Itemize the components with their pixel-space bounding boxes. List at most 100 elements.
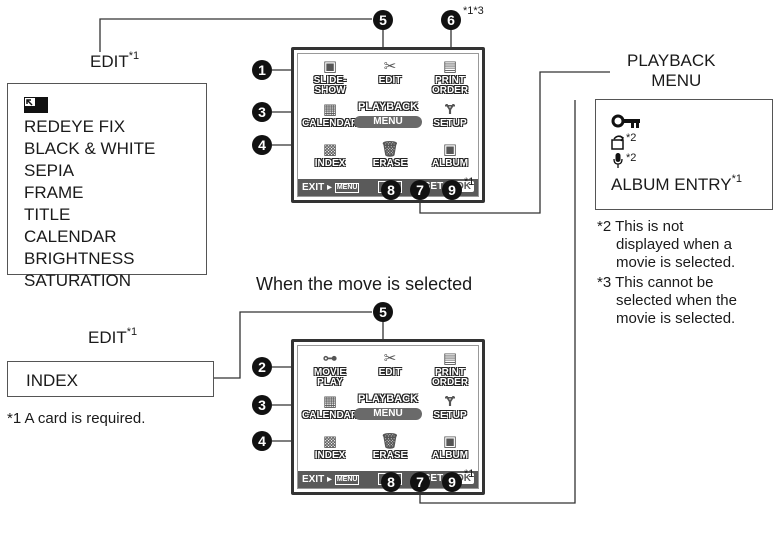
footnote-mark: *2 <box>626 132 637 144</box>
menu-item-slideshow[interactable]: ▣SLIDE-SHOW <box>302 59 358 96</box>
menu-item-print-order[interactable]: ▤PRINT ORDER <box>422 59 478 96</box>
edit-label: EDIT <box>88 328 127 347</box>
menu-pill-background <box>354 408 422 420</box>
footnote-2: *2 This is not displayed when a movie is… <box>597 218 735 272</box>
menu-item-label: EDIT <box>378 367 402 378</box>
menu-title: MENU <box>373 116 403 127</box>
menu-item-index[interactable]: ▩INDEX <box>302 434 358 461</box>
edit-label: EDIT <box>90 52 129 71</box>
playback-menu-title: PLAYBACK MENU <box>352 393 424 420</box>
callout-2: 2 <box>252 357 272 377</box>
footnote-3-mark: *3 <box>597 274 612 291</box>
callout-9-footnote: *1 <box>464 176 475 188</box>
playback-title: PLAYBACK <box>357 393 419 405</box>
footnote-card-required: *1 A card is required. <box>7 410 146 427</box>
movie-selected-heading: When the move is selected <box>256 274 473 294</box>
grid-icon: ▩ <box>322 433 338 450</box>
playback-options-box: *2 *2 ALBUM ENTRY*1 <box>595 99 773 210</box>
printer-icon: ▤ <box>442 58 458 75</box>
menu-item-label: SLIDE-SHOW <box>313 75 347 96</box>
menu-item-calendar[interactable]: ▦CALENDAR <box>302 102 358 129</box>
exit-hint: EXIT ▸ MENU <box>302 474 360 485</box>
menu-item-calendar[interactable]: ▦CALENDAR <box>302 394 358 421</box>
microphone-icon <box>613 153 623 174</box>
printer-icon: ▤ <box>442 350 458 367</box>
footnote-3-line: selected when the <box>616 292 737 309</box>
exit-label: EXIT <box>302 474 325 485</box>
callout-5: 5 <box>373 302 393 322</box>
callout-8: 8 <box>381 180 401 200</box>
callout-9-footnote: *1 <box>464 468 475 480</box>
menu-item-label: PRINT ORDER <box>431 367 469 388</box>
footnote-2-line: movie is selected. <box>616 254 736 271</box>
album-entry-option: ALBUM ENTRY*1 <box>611 173 743 194</box>
menu-item-print-order[interactable]: ▤PRINT ORDER <box>422 351 478 388</box>
footnote-2-line: displayed when a <box>616 236 732 253</box>
menu-item-label: SETUP <box>433 118 467 129</box>
callout-6: 6 <box>441 10 461 30</box>
album-icon: ▣ <box>442 433 458 450</box>
callout-8: 8 <box>381 472 401 492</box>
menu-item-erase[interactable]: 🗑ERASE <box>362 434 418 461</box>
scissors-icon: ✂ <box>383 58 397 75</box>
menu-item-label: SETUP <box>433 410 467 421</box>
footnote-2-line: This is not <box>615 218 684 235</box>
protect-key-icon <box>611 114 641 133</box>
album-entry-label: ALBUM ENTRY <box>611 175 732 194</box>
edit-option: REDEYE FIX <box>24 117 126 136</box>
menu-item-index[interactable]: ▩INDEX <box>302 142 358 169</box>
menu-item-label: ALBUM <box>431 158 469 169</box>
album-icon: ▣ <box>442 141 458 158</box>
menu-item-album[interactable]: ▣ALBUM <box>422 142 478 169</box>
footnote-3: *3 This cannot be selected when the movi… <box>597 274 737 328</box>
playback-menu-label: PLAYBACK MENU <box>627 51 716 91</box>
playback-menu-screen: ▣SLIDE-SHOW ✂EDIT ▤PRINT ORDER ▦CALENDAR… <box>291 47 485 203</box>
footnote-2-mark: *2 <box>597 218 612 235</box>
menu-item-edit[interactable]: ✂EDIT <box>362 59 418 86</box>
menu-pill-background <box>354 116 422 128</box>
menu-item-movie-play[interactable]: ⊶MOVIE PLAY <box>302 351 358 388</box>
menu-item-label: INDEX <box>314 158 346 169</box>
menu-item-album[interactable]: ▣ALBUM <box>422 434 478 461</box>
callout-6-footnote: *1*3 <box>463 5 484 17</box>
trash-icon: 🗑 <box>380 141 400 158</box>
callout-7: 7 <box>410 472 430 492</box>
menu-item-label: CALENDAR <box>302 118 359 129</box>
callout-1: 1 <box>252 60 272 80</box>
playback-title: PLAYBACK <box>357 101 419 113</box>
calendar-icon: ▦ <box>322 393 338 410</box>
menu-item-erase[interactable]: 🗑ERASE <box>362 142 418 169</box>
callout-9: 9 <box>442 472 462 492</box>
set-label: SET <box>423 181 444 192</box>
menu-item-label: MOVIE PLAY <box>313 367 347 388</box>
playback-menu-line2: MENU <box>651 71 702 90</box>
callout-5: 5 <box>373 10 393 30</box>
menu-button-glyph: MENU <box>334 475 360 485</box>
callout-3: 3 <box>252 102 272 122</box>
footnote-3-line: movie is selected. <box>616 310 736 327</box>
footnote-mark: *1 <box>731 173 743 185</box>
wrench-icon: Ɏ <box>444 393 455 410</box>
grid-icon: ▩ <box>322 141 338 158</box>
edit-option: BRIGHTNESS <box>24 249 135 268</box>
wrench-icon: Ɏ <box>444 101 455 118</box>
footnote-mark: *2 <box>626 152 637 164</box>
callout-4: 4 <box>252 135 272 155</box>
menu-item-label: ERASE <box>372 450 408 461</box>
set-label: SET <box>423 473 444 484</box>
menu-item-label: INDEX <box>314 450 346 461</box>
edit-option: TITLE <box>24 205 71 224</box>
menu-item-edit[interactable]: ✂EDIT <box>362 351 418 378</box>
edit-footnote-mark: *1 <box>126 326 138 338</box>
menu-item-label: CALENDAR <box>302 410 359 421</box>
exit-label: EXIT <box>302 182 325 193</box>
playback-menu-line1: PLAYBACK <box>627 51 716 70</box>
scissors-icon: ✂ <box>383 350 397 367</box>
menu-item-label: ERASE <box>372 158 408 169</box>
movie-reel-icon: ⊶ <box>322 350 338 367</box>
index-box: INDEX <box>7 361 214 397</box>
edit-option: SEPIA <box>24 161 75 180</box>
edit-heading-bottom: EDIT*1 <box>88 326 138 347</box>
